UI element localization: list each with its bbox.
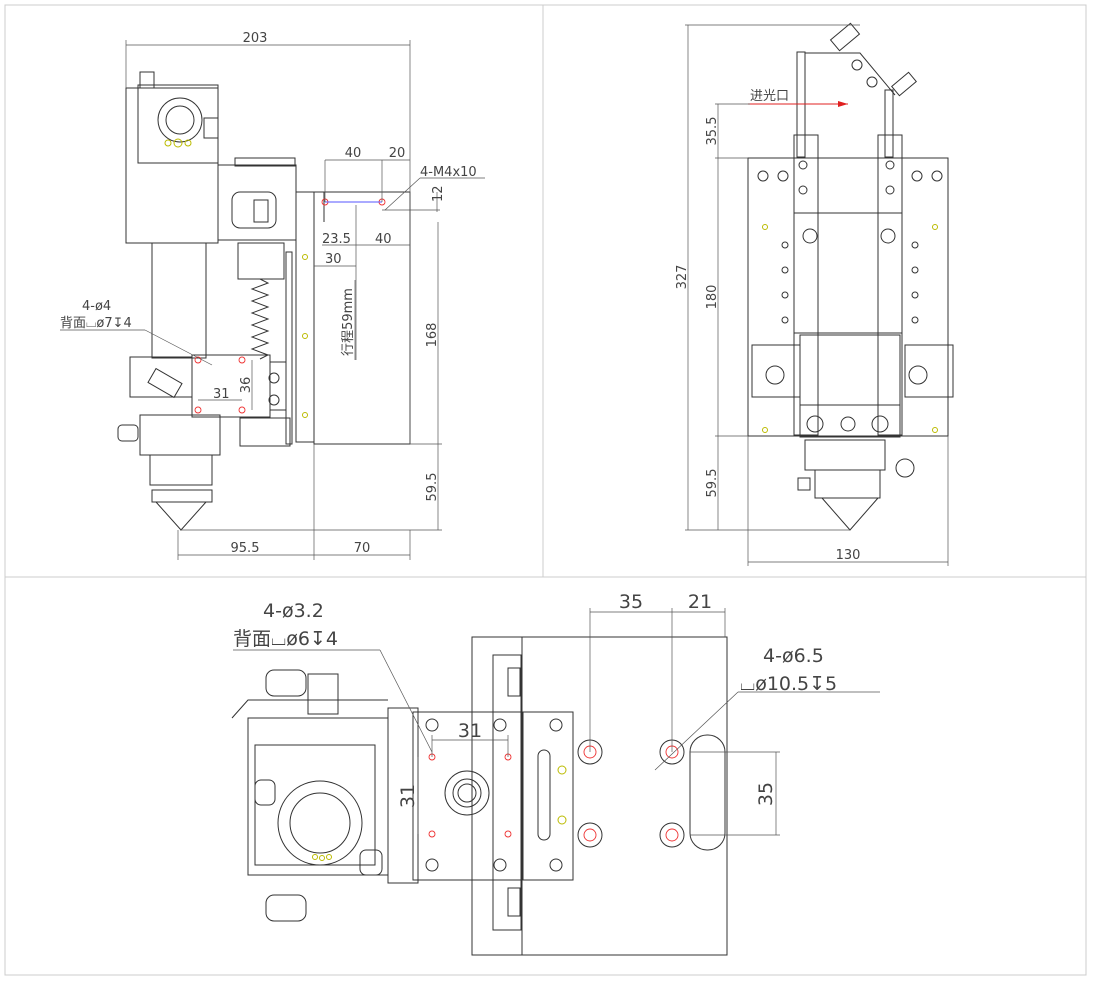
dim-40-mid: 40: [375, 232, 392, 247]
dim-stroke-59mm: 行程59mm: [341, 288, 356, 356]
side-view: 203 40 20 4-M4x10 12 23.5 40 30 行程59mm 1…: [60, 31, 485, 560]
label-4-phi6-5: 4-ø6.5: [763, 645, 824, 667]
label-back-counterbore-top: 背面⌴ø6↧4: [233, 628, 338, 650]
dim-31: 31: [213, 387, 230, 402]
dim-31-vertical: 31: [397, 784, 419, 808]
dim-36: 36: [239, 377, 254, 394]
label-4-phi4: 4-ø4: [82, 299, 111, 314]
dim-203: 203: [243, 31, 268, 46]
label-back-counterbore: 背面⌴ø7↧4: [60, 316, 132, 331]
label-4-m4x10: 4-M4x10: [420, 165, 477, 180]
top-view: 4-ø3.2 背面⌴ø6↧4 31 31 35 21 4-ø6.5 ⌴ø10.5…: [231, 591, 880, 956]
dim-21-top: 21: [688, 591, 712, 613]
dim-35-vertical: 35: [755, 782, 777, 806]
dim-12: 12: [431, 185, 446, 202]
dim-35-5: 35.5: [705, 117, 720, 146]
drawing-frame: [4, 4, 1087, 976]
label-light-inlet: 进光口: [750, 89, 789, 104]
dim-30: 30: [325, 252, 342, 267]
dim-168: 168: [425, 323, 440, 348]
front-view: 进光口 35.5 327 180 59.5 130: [675, 22, 954, 566]
label-4-phi3-2: 4-ø3.2: [263, 600, 324, 622]
dim-23-5: 23.5: [322, 232, 351, 247]
dim-180: 180: [705, 285, 720, 310]
dim-327: 327: [675, 265, 690, 290]
dim-40-top: 40: [345, 146, 362, 161]
dim-20: 20: [389, 146, 406, 161]
dim-59-5-side: 59.5: [425, 473, 440, 502]
dim-70: 70: [354, 541, 371, 556]
dim-130: 130: [836, 548, 861, 563]
label-counterbore-10-5: ⌴ø10.5↧5: [740, 673, 837, 695]
dim-31-horizontal: 31: [458, 720, 482, 742]
dim-95-5: 95.5: [231, 541, 260, 556]
dim-35-top: 35: [619, 591, 643, 613]
dim-59-5-front: 59.5: [705, 469, 720, 498]
